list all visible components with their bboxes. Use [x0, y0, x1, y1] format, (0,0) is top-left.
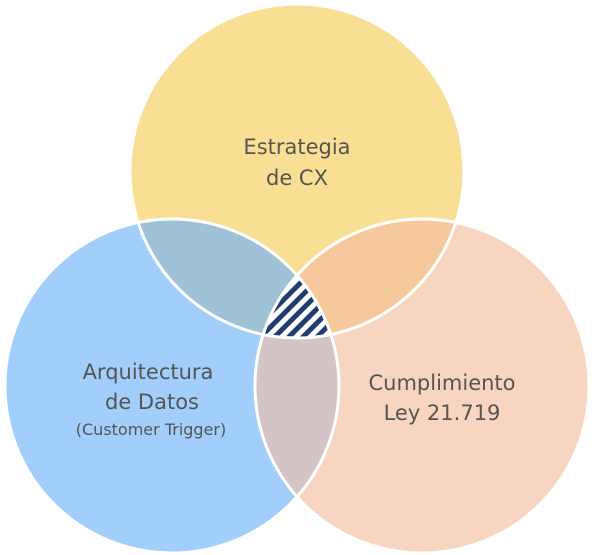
- overlap-strategy-compliance: [255, 219, 464, 338]
- label-compliance-line1: Cumplimiento: [368, 371, 515, 395]
- label-architecture-line2: de Datos: [105, 390, 199, 414]
- overlap-strategy-architecture: [130, 219, 339, 338]
- label-architecture-line1: Arquitectura: [83, 360, 214, 384]
- label-strategy-line2: de CX: [266, 166, 328, 190]
- label-architecture-line3: (Customer Trigger): [76, 420, 226, 439]
- circle-outlines: [3, 2, 591, 555]
- label-compliance-line2: Ley 21.719: [384, 401, 501, 425]
- label-strategy-line1: Estrategia: [243, 135, 350, 159]
